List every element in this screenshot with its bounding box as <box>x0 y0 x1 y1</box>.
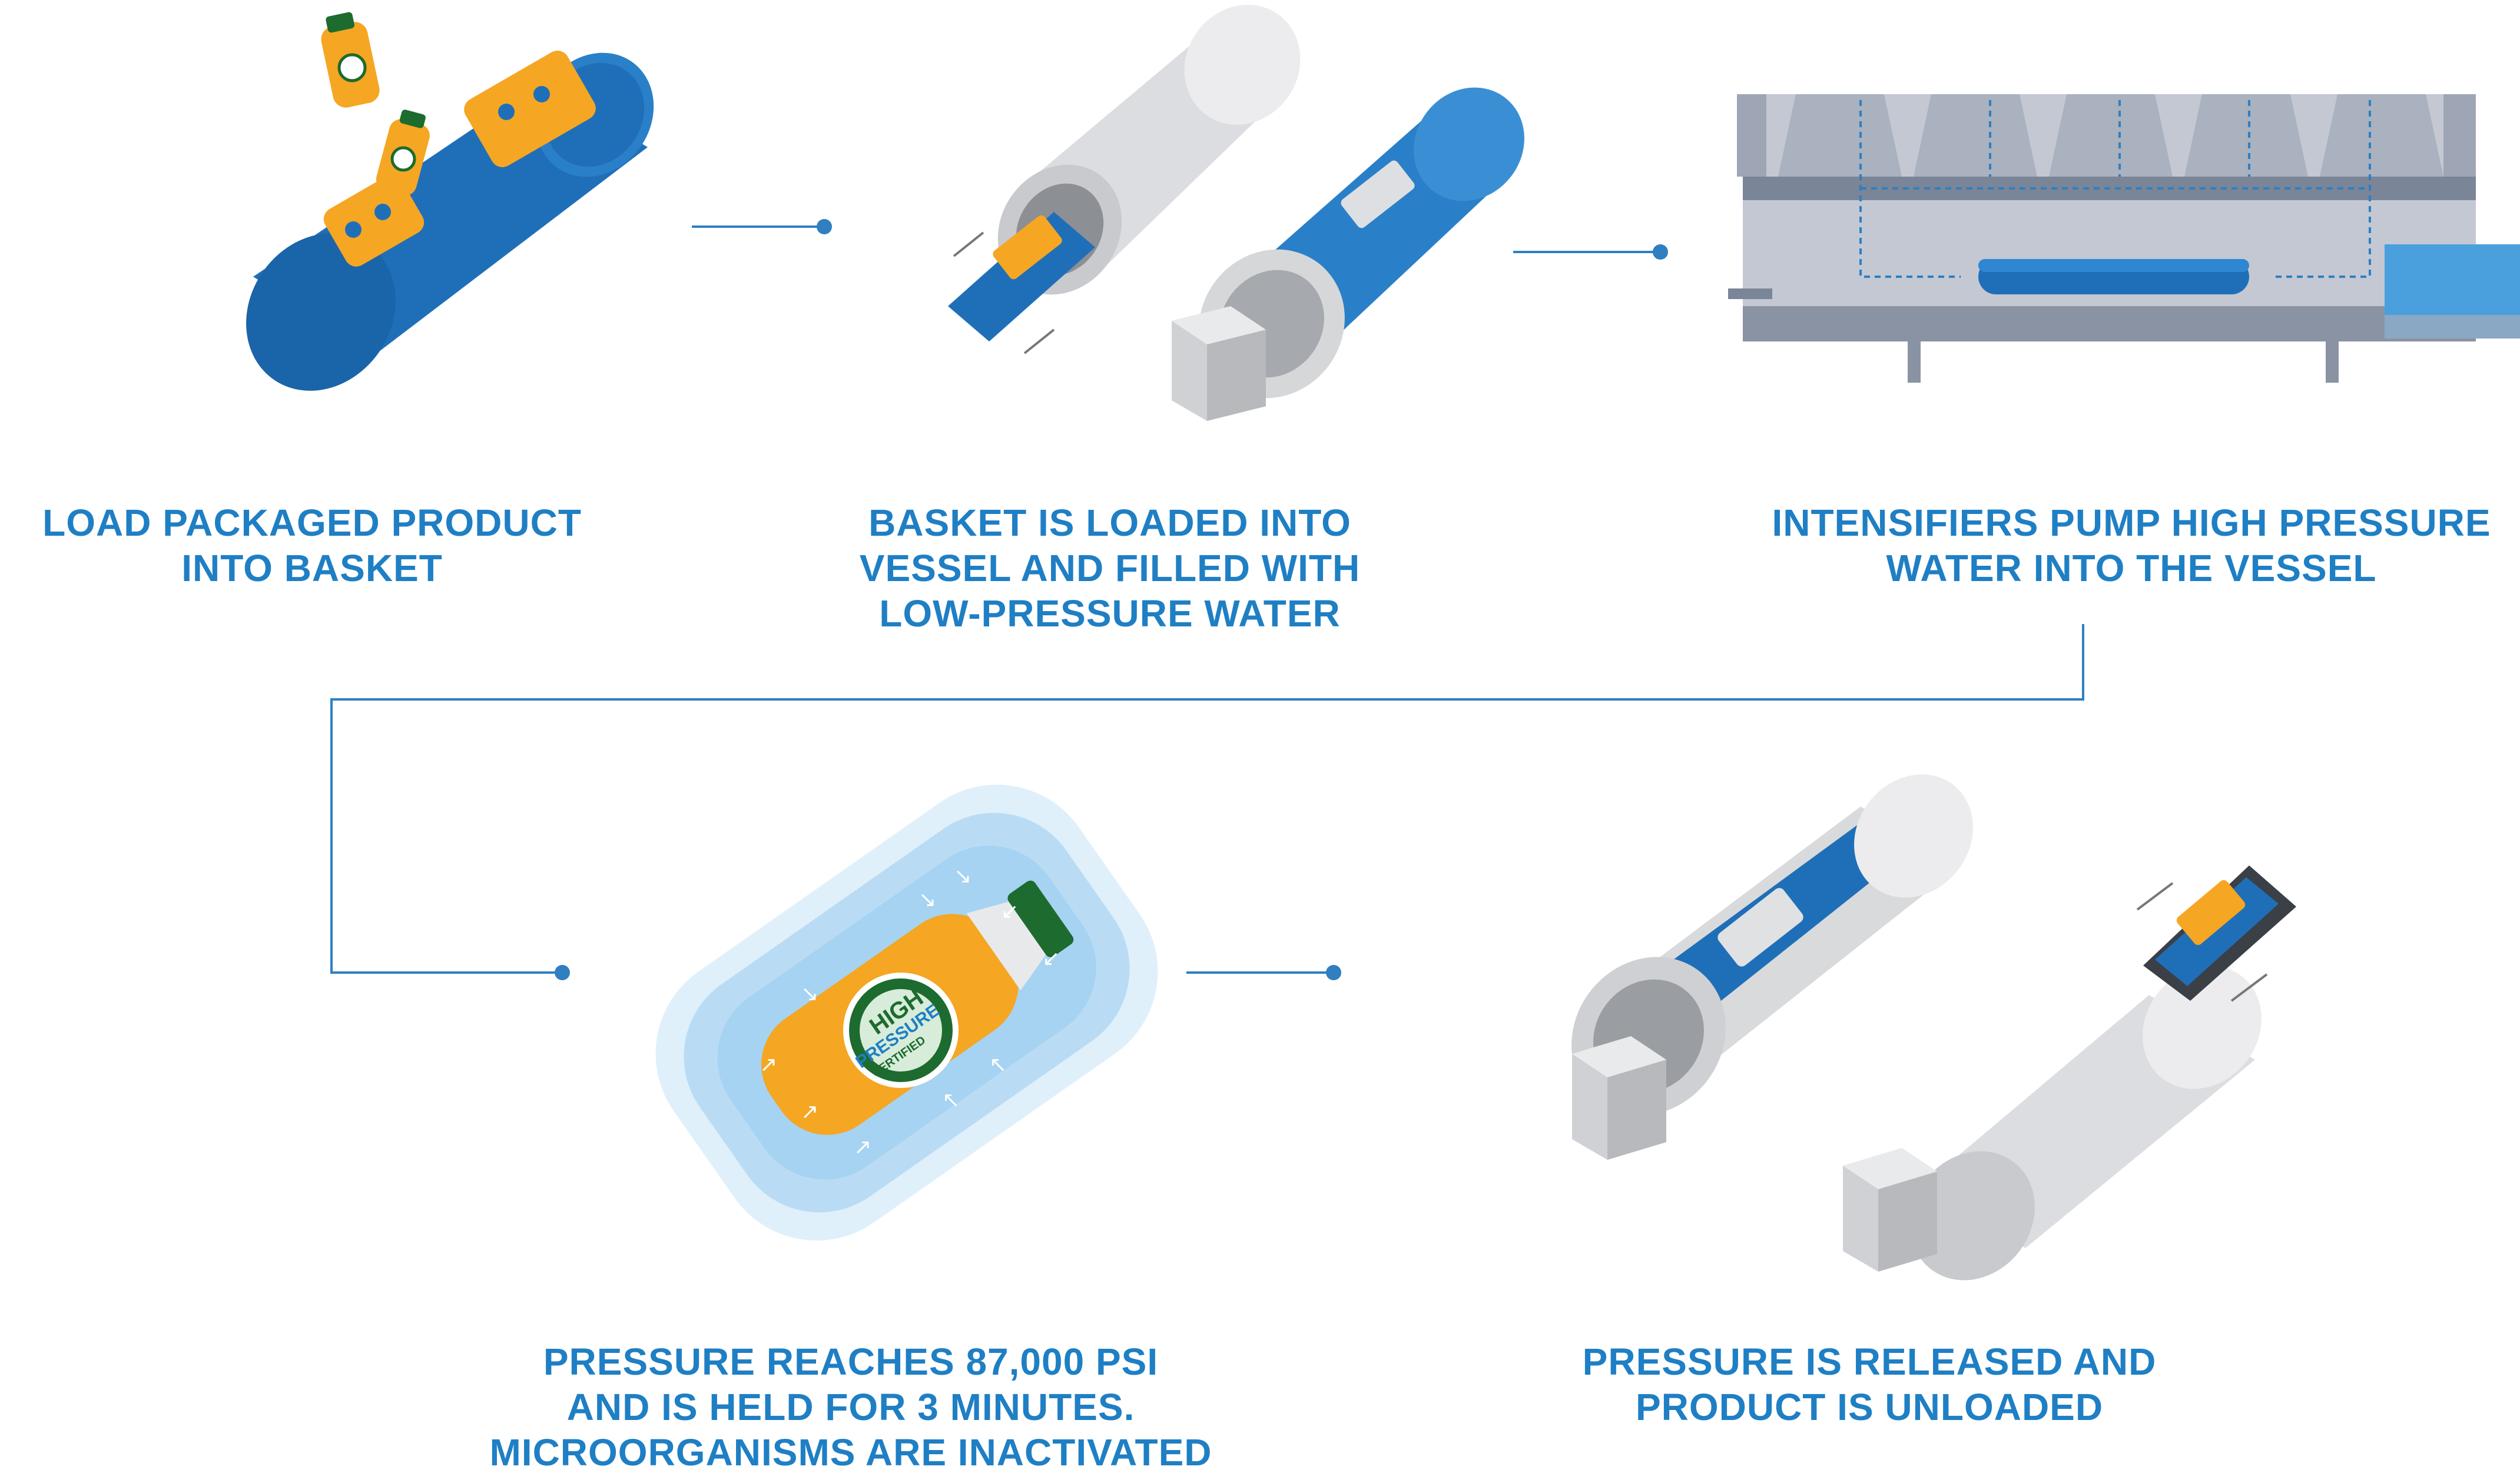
bottle-group-in-basket <box>323 51 596 267</box>
svg-text:↙: ↙ <box>1001 900 1019 924</box>
step2-illustration <box>948 5 1524 421</box>
high-pressure-seal: HIGH PRESSURE CERTIFIED <box>843 973 959 1088</box>
step4-illustration: HIGH PRESSURE CERTIFIED ↘ ↘ ↙ ↙ ↘ ↗ ↗ ↗ … <box>655 784 1158 1241</box>
svg-text:↖: ↖ <box>989 1053 1007 1077</box>
caption-step1: LOAD PACKAGED PRODUCT INTO BASKET <box>42 502 582 589</box>
svg-text:↘: ↘ <box>801 982 818 1006</box>
step3-illustration <box>1728 94 2520 383</box>
caption-step4-line2: AND IS HELD FOR 3 MINUTES. <box>567 1386 1135 1428</box>
caption-step3-line2: WATER INTO THE VESSEL <box>1886 547 2377 589</box>
svg-text:↗: ↗ <box>801 1100 818 1124</box>
caption-step1-line2: INTO BASKET <box>181 547 443 589</box>
caption-step2-line3: LOW-PRESSURE WATER <box>879 592 1341 635</box>
svg-text:↙: ↙ <box>1042 947 1060 971</box>
connector-3-4 <box>330 624 2084 980</box>
svg-text:↘: ↘ <box>919 888 936 912</box>
blue-vessel-filled <box>1199 87 1524 399</box>
svg-text:↗: ↗ <box>760 1053 777 1077</box>
pressure-flow-lines <box>1859 100 2371 278</box>
caption-step5-line1: PRESSURE IS RELEASED AND <box>1583 1341 2157 1383</box>
basket-exiting <box>2143 865 2296 1001</box>
pressure-arrows: ↘ ↘ ↙ ↙ ↘ ↗ ↗ ↗ ↖ ↖ <box>760 864 1060 1159</box>
svg-text:↖: ↖ <box>942 1088 960 1112</box>
vessel-plug <box>1172 306 1266 421</box>
falling-bottle-1 <box>321 12 380 108</box>
caption-step4-line3: MICROORGANISMS ARE INACTIVATED <box>489 1431 1212 1473</box>
connector-2-3 <box>1513 244 1668 260</box>
caption-step1-line1: LOAD PACKAGED PRODUCT <box>42 502 582 544</box>
basket-sliding-in <box>948 212 1095 341</box>
grey-vessel-closed <box>1910 966 2262 1280</box>
vessel-plug-right <box>1843 1148 1937 1272</box>
step5-illustration <box>1571 774 2296 1280</box>
intensifier-towers <box>1737 94 2476 177</box>
conveyor-out <box>2385 244 2520 339</box>
svg-text:↘: ↘ <box>954 864 971 888</box>
pressure-vessel-core <box>1978 259 2249 294</box>
caption-step5-line2: PRODUCT IS UNLOADED <box>1636 1386 2103 1428</box>
caption-step3-line1: INTENSIFIERS PUMP HIGH PRESSURE <box>1772 502 2491 544</box>
step1-illustration <box>246 12 654 391</box>
connector-1-2 <box>692 219 832 234</box>
connector-4-5 <box>1186 965 1341 980</box>
caption-step2-line1: BASKET IS LOADED INTO <box>868 502 1351 544</box>
machine-legs <box>1728 288 2339 383</box>
vessel-plug-left <box>1572 1036 1666 1160</box>
caption-step4-line1: PRESSURE REACHES 87,000 PSI <box>543 1341 1158 1383</box>
motion-arrows <box>953 231 1055 354</box>
svg-text:↗: ↗ <box>854 1135 871 1159</box>
caption-step3: INTENSIFIERS PUMP HIGH PRESSURE WATER IN… <box>1772 502 2491 589</box>
basket-cylinder <box>246 52 654 391</box>
caption-step2-line2: VESSEL AND FILLED WITH <box>860 547 1360 589</box>
falling-bottle-2 <box>376 110 430 196</box>
caption-step2: BASKET IS LOADED INTO VESSEL AND FILLED … <box>860 502 1360 635</box>
motion-arrows-exit <box>2136 882 2268 1002</box>
caption-step5: PRESSURE IS RELEASED AND PRODUCT IS UNLO… <box>1583 1341 2157 1428</box>
caption-step4: PRESSURE REACHES 87,000 PSI AND IS HELD … <box>489 1341 1212 1473</box>
